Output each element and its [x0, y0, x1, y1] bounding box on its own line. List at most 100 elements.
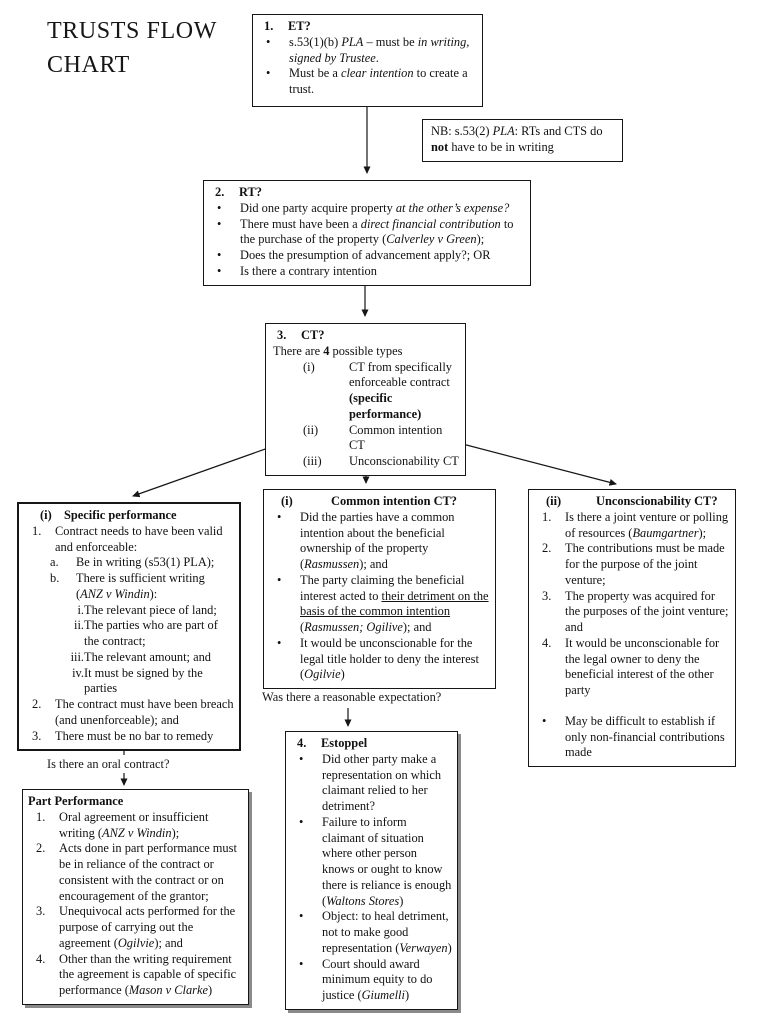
box-number: 1.	[264, 19, 274, 33]
list-item-marker: •	[277, 509, 282, 524]
list-item: 3.Unequivocal acts performed for the pur…	[28, 904, 243, 951]
text-segment: ); and	[359, 557, 388, 571]
text-segment: Be in writing (s53(1) PLA);	[76, 555, 215, 570]
box-constructive-trust: 3. CT? There are 4 possible types (i)CT …	[265, 323, 466, 476]
text-segment: (specific performance)	[349, 391, 422, 421]
page-title: TRUSTS FLOW CHART	[47, 14, 217, 82]
list-item-marker: •	[277, 572, 282, 587]
list-item: • Did the parties have a common intention…	[269, 510, 490, 573]
list-item-text: Must be a clear intention to create a tr…	[289, 66, 477, 98]
text-segment: Court should award minimum equity to do …	[322, 956, 433, 1003]
list-item: •It would be unconscionable for the lega…	[269, 636, 490, 683]
list-item: 4. Other than the writing requirement the…	[28, 952, 243, 999]
list-item-text: Is there a contrary intention	[240, 264, 525, 280]
text-segment: Rasmussen; Ogilive	[304, 620, 403, 634]
list-item-marker: 2.	[32, 697, 42, 711]
list-item-marker: 4.	[36, 951, 46, 966]
box-heading-text: RT?	[239, 185, 262, 199]
text-segment: CT from specifically enforceable contrac…	[349, 359, 452, 390]
text-segment: The contract must have been breach (and …	[55, 697, 234, 727]
box-common-intention-ct: (i) Common intention CT? •Did the partie…	[263, 489, 496, 689]
list-item: • s.53(1)(b) PLA – must be in writing, si…	[258, 35, 477, 67]
list-item-marker: •	[266, 34, 271, 49]
text-segment: It would be unconscionable for the legal…	[565, 635, 720, 697]
list-item-marker: 2.	[542, 541, 552, 556]
list-item: 3.There must be no bar to remedy	[24, 729, 234, 745]
list-item-text: The contract must have been breach (and …	[55, 697, 234, 729]
list-item-text: May be difficult to establish if only no…	[565, 714, 730, 761]
text-segment: s.53(1)(b)	[289, 34, 342, 49]
text-segment: Rasmussen	[304, 557, 360, 571]
list-item-text: Oral agreement or insufficient writing (…	[59, 810, 243, 842]
box-body: 1.Is there a joint venture or polling of…	[534, 510, 730, 761]
list-item-text: The property was acquired for the purpos…	[565, 589, 730, 636]
box-body: 1.Oral agreement or insufficient writing…	[28, 810, 243, 999]
text-segment: );	[171, 825, 180, 840]
nb-note-text: NB: s.53(2) PLA: RTs and CTS do not have…	[431, 124, 617, 156]
text-segment: Object: to heal detriment, not to make g…	[322, 909, 449, 955]
text-segment: .	[375, 50, 379, 65]
list-item: 1.Oral agreement or insufficient writing…	[28, 810, 243, 842]
list-item-text: There must be no bar to remedy	[55, 729, 234, 745]
text-segment: Other than the writing requirement the a…	[59, 951, 237, 998]
text-segment: Did one party acquire property	[240, 200, 396, 215]
list-item-marker: •	[217, 263, 222, 278]
text-segment: not	[431, 139, 449, 154]
list-item-text: It must be signed by the parties	[84, 666, 234, 698]
list-item: 2. The contract must have been breach (an…	[24, 697, 234, 729]
box-number: 4.	[297, 736, 307, 750]
list-item-text: Acts done in part performance must be in…	[59, 841, 243, 904]
list-item-marker: 1.	[542, 509, 552, 524]
label-reasonable-expectation-question: Was there a reasonable expectation?	[262, 690, 442, 704]
text-segment: Failure to inform claimant of situation …	[322, 814, 452, 908]
box-number: 3.	[277, 328, 287, 342]
label-oral-contract-question: Is there an oral contract?	[47, 757, 170, 771]
box-estoppel: 4. Estoppel • Did other party make a repr…	[285, 731, 458, 1010]
list-item-text: Be in writing (s53(1) PLA);	[76, 555, 234, 571]
list-item-marker: 3.	[36, 904, 46, 919]
list-item: 2.The contributions must be made for the…	[534, 541, 730, 588]
list-item-marker: 3.	[542, 588, 552, 603]
text-segment: – must be	[363, 34, 418, 49]
list-item: 2. Acts done in part performance must be …	[28, 841, 243, 904]
list-item-text: Did the parties have a common intention …	[300, 510, 490, 573]
text-segment: Contract needs to have been valid and en…	[55, 523, 223, 554]
list-item: • Is there a contrary intention	[209, 264, 525, 280]
box-heading-text: Specific performance	[64, 508, 177, 522]
box-heading-text: Estoppel	[321, 736, 368, 750]
text-segment: )	[399, 893, 404, 908]
box-body: • Did other party make a representation o…	[291, 752, 452, 1004]
list-item-marker: 2.	[36, 841, 46, 856]
text-segment: There must be no bar to remedy	[55, 728, 214, 743]
list-item: b.There is sufficient writing (ANZ v Win…	[24, 571, 234, 603]
list-item-marker: a.	[50, 555, 59, 570]
list-item-text: Court should award minimum equity to do …	[322, 957, 452, 1004]
list-item-marker: b.	[50, 571, 60, 585]
text-segment: May be difficult to establish if only no…	[565, 713, 725, 760]
text-segment: Ogilvie	[117, 935, 155, 950]
box-heading: (ii) Unconscionability CT?	[534, 494, 730, 510]
list-item: (ii)Common intention CT	[271, 423, 460, 455]
text-segment: Calverley v Green	[386, 232, 477, 247]
list-item-text: There must have been a direct financial …	[240, 217, 525, 249]
list-item-text: s.53(1)(b) PLA – must be in writing, sig…	[289, 35, 477, 67]
text-segment: There must have been a	[240, 216, 361, 231]
text-segment: PLA	[341, 34, 364, 49]
box-specific-performance: (i) Specific performance 1.Contract need…	[17, 502, 241, 752]
text-segment: Waltons Stores	[326, 893, 400, 908]
list-item-marker: •	[299, 751, 304, 766]
list-item: •Court should award minimum equity to do…	[291, 957, 452, 1004]
box-express-trust: 1. ET? • s.53(1)(b) PLA – must be in writ…	[252, 14, 483, 107]
text-segment: NB: s.53(2)	[431, 124, 493, 138]
box-heading-text: ET?	[288, 19, 311, 33]
list-item: •Does the presumption of advancement app…	[209, 248, 525, 264]
list-item: (iii)Unconscionability CT	[271, 454, 460, 470]
list-item: •There must have been a direct financial…	[209, 217, 525, 249]
list-item-text: Did other party make a representation on…	[322, 752, 452, 815]
page-title-line2: CHART	[47, 52, 130, 78]
text-segment: in writing, signed by Trustee	[289, 34, 470, 65]
box-number: (i)	[281, 494, 293, 508]
text-segment: )	[404, 988, 410, 1002]
text-segment: Baumgartner	[632, 525, 699, 540]
text-segment: )	[447, 940, 452, 955]
